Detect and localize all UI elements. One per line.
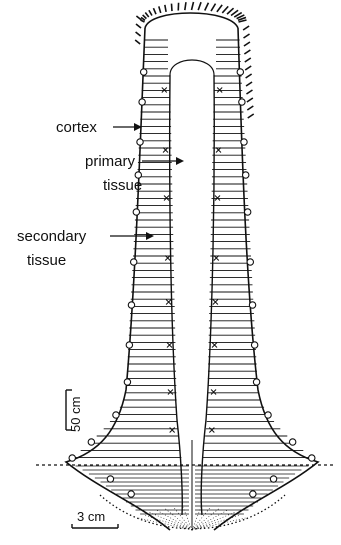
cortex-circle xyxy=(139,99,145,105)
fringe-tick xyxy=(222,6,228,13)
x-marker xyxy=(166,300,171,305)
cortex-circle xyxy=(137,139,143,145)
cortex-circle xyxy=(133,209,139,215)
right-inner-outline xyxy=(201,75,214,515)
cortex-circle xyxy=(107,476,113,482)
sample-markers xyxy=(69,69,315,497)
left-trunk-hatching xyxy=(72,40,182,458)
primary-tissue-label-line1: primary xyxy=(85,153,136,170)
fringe-tick xyxy=(145,13,148,17)
fringe-tick xyxy=(136,24,141,28)
base-ray xyxy=(192,510,227,530)
fringe-tick xyxy=(248,114,254,118)
fringe-tick xyxy=(243,26,249,30)
right-outer-outline xyxy=(214,28,318,530)
cortex-circle xyxy=(270,476,276,482)
top-arch xyxy=(145,13,238,28)
base-ray xyxy=(150,512,192,530)
cortex-circle xyxy=(128,302,134,308)
x-marker xyxy=(168,390,173,395)
cortex-circle xyxy=(69,455,75,461)
cortex-circle xyxy=(309,455,315,461)
cortex-circle xyxy=(128,491,134,497)
cortex-circle xyxy=(113,412,119,418)
fringe-tick xyxy=(153,8,156,14)
base-ray xyxy=(157,510,192,530)
cortex-circle xyxy=(140,69,146,75)
cortex-circle xyxy=(88,439,94,445)
cortex-label: cortex xyxy=(56,119,97,136)
cortex-circle xyxy=(253,379,259,385)
fringe-tick xyxy=(192,2,194,10)
cortex-circle xyxy=(243,172,249,178)
horizontal-scale-label: 3 cm xyxy=(77,509,105,524)
x-marker xyxy=(211,390,216,395)
fringe-tick xyxy=(247,106,253,110)
fringe-tick xyxy=(244,42,250,46)
fringe-tick xyxy=(135,40,140,44)
x-marker xyxy=(209,428,214,433)
fringe-tick xyxy=(227,8,234,14)
cortex-circle xyxy=(239,99,245,105)
secondary-tissue-label-line1: secondary xyxy=(17,228,87,245)
cortex-circle xyxy=(237,69,243,75)
x-marker xyxy=(212,343,217,348)
cortex-circle xyxy=(124,379,130,385)
cortex-circle xyxy=(265,412,271,418)
secondary-tissue-label-line2: tissue xyxy=(27,252,66,269)
cortex-circle xyxy=(247,259,253,265)
fringe-tick xyxy=(159,6,161,13)
fringe-tick xyxy=(198,2,201,10)
fringe-tick xyxy=(245,66,251,70)
fringe-tick xyxy=(211,4,215,11)
cortex-circle xyxy=(250,491,256,497)
x-marker xyxy=(213,300,218,305)
cortex-circle xyxy=(249,302,255,308)
primary-tissue-label-line2: tissue xyxy=(103,177,142,194)
fringe-tick xyxy=(165,5,166,12)
vertical-scale-label: 50 cm xyxy=(68,397,83,432)
right-trunk-hatching xyxy=(203,40,313,458)
cortex-circle xyxy=(244,209,250,215)
fringe-tick xyxy=(217,5,222,12)
fringe-tick xyxy=(246,82,252,86)
secondary-arrowhead xyxy=(146,232,154,240)
base-ray xyxy=(192,508,219,530)
fringe-tick xyxy=(247,98,253,102)
fringe-tick xyxy=(246,74,252,78)
cortex-circle xyxy=(241,139,247,145)
fringe-tick xyxy=(205,3,209,11)
x-marker xyxy=(167,343,172,348)
fringe-tick xyxy=(244,34,250,38)
primary-arrowhead xyxy=(176,157,184,165)
left-inner-outline xyxy=(170,75,183,515)
fringe-tick xyxy=(136,32,141,36)
left-outer-outline xyxy=(66,28,170,530)
cortex-circle xyxy=(126,342,132,348)
x-marker xyxy=(170,428,175,433)
fringe-tick xyxy=(245,58,251,62)
cortex-circle xyxy=(251,342,257,348)
fringe-tick xyxy=(246,90,252,94)
cortex-circle xyxy=(289,439,295,445)
fringe-tick xyxy=(244,50,250,54)
inner-arch xyxy=(170,60,214,75)
fringe-tick xyxy=(149,10,152,15)
fringe-tick xyxy=(185,2,186,10)
cortex-circle xyxy=(131,259,137,265)
